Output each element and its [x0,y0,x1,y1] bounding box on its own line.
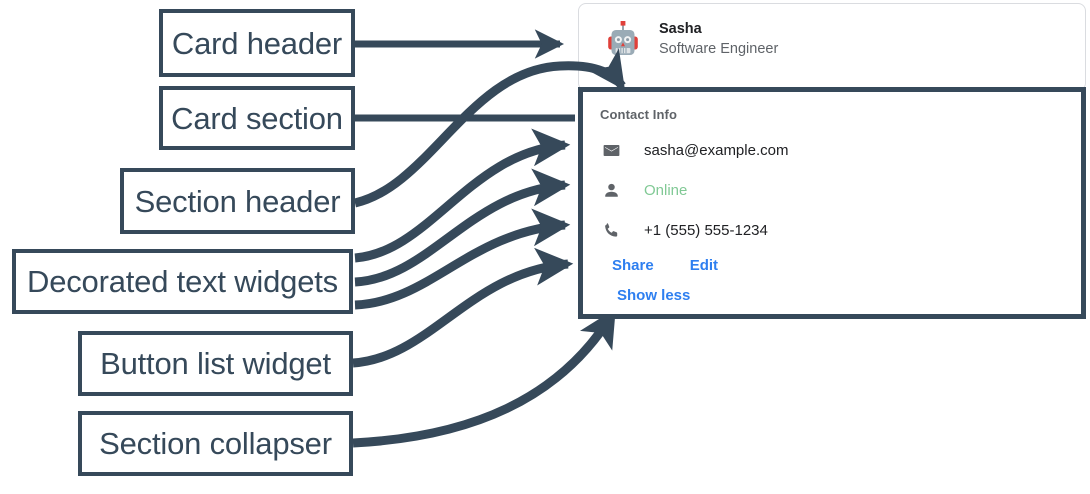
annotation-label: Decorated text widgets [27,264,338,299]
decorated-text-widget-email: sasha@example.com [600,139,788,161]
decorated-text-widget-status: Online [600,179,687,201]
annotation-card-section: Card section [159,86,355,150]
annotation-section-collapser: Section collapser [78,411,353,476]
show-less-button[interactable]: Show less [617,287,691,304]
decorated-text-widget-phone: +1 (555) 555-1234 [600,219,768,241]
card-header: Sasha Software Engineer [601,18,778,62]
person-name: Sasha [659,21,702,38]
section-collapser[interactable]: Show less [617,287,690,305]
status-value: Online [644,181,688,199]
arrow-section-collapser [352,308,617,448]
annotation-label: Card section [171,100,343,136]
annotation-decorated-text-widgets: Decorated text widgets [12,249,353,314]
arrow-decorated-text-1 [354,128,571,263]
phone-icon [600,219,622,241]
annotation-button-list-widget: Button list widget [78,331,353,396]
share-button[interactable]: Share [612,257,654,274]
arrow-button-list [352,247,574,368]
edit-button[interactable]: Edit [689,257,719,274]
annotation-card-header: Card header [159,9,355,77]
email-icon [600,139,622,161]
card-header-text: Sasha Software Engineer [659,21,779,58]
annotation-label: Card header [171,25,343,61]
phone-value: +1 (555) 555-1234 [644,221,768,239]
profile-card: Sasha Software Engineer [578,3,1086,91]
annotation-section-header: Section header [120,168,355,234]
card-section: Contact Info sasha@example.com Online [578,87,1086,319]
annotation-label: Section collapser [99,426,332,461]
annotation-label: Button list widget [100,346,331,381]
email-value: sasha@example.com [644,141,789,159]
person-icon [600,179,622,201]
person-subtitle: Software Engineer [659,41,779,57]
robot-avatar-icon [601,18,645,62]
annotation-label: Section header [134,183,341,219]
section-header: Contact Info [600,107,678,122]
arrow-decorated-text-3 [354,208,571,310]
arrow-decorated-text-2 [354,168,571,287]
button-list-widget: Share Edit [612,258,718,273]
